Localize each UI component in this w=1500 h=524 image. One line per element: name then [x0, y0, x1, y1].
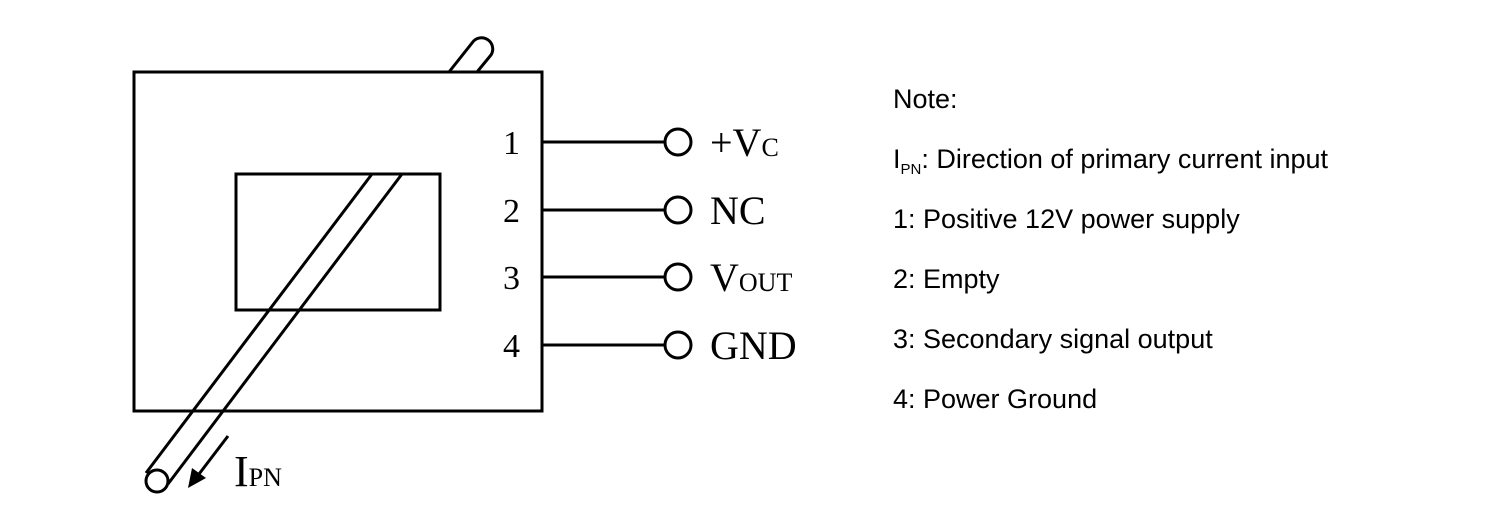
pin-number: 3	[503, 260, 520, 297]
note-item: 2: Empty	[893, 264, 1000, 294]
pin-number: 1	[503, 125, 520, 162]
sensor-wiring-diagram: IPN 1 +VC 2 NC 3 VOUT 4 GND	[132, 36, 797, 496]
pin-terminal	[663, 195, 693, 225]
pin-row: 2 NC	[503, 188, 766, 233]
pin-row: 4 GND	[503, 323, 797, 368]
pin-signal-sub: OUT	[739, 268, 793, 297]
notes-heading: Note:	[893, 84, 958, 114]
pin-signal-label: GND	[710, 323, 797, 368]
primary-conductor	[144, 173, 404, 494]
note-item: 4: Power Ground	[893, 384, 1098, 414]
notes-panel: Note: IPN: Direction of primary current …	[893, 84, 1483, 444]
conductor-top-end	[447, 36, 495, 73]
pin-signal-main: NC	[710, 188, 766, 233]
note-ipn-text: : Direction of primary current input	[921, 144, 1329, 174]
pin-number: 4	[503, 328, 520, 365]
pin-group: 1 +VC 2 NC 3 VOUT 4 GND	[503, 120, 797, 368]
pin-signal-label: NC	[710, 188, 766, 233]
pin-terminal	[663, 330, 693, 360]
conductor-bottom-end	[144, 468, 170, 494]
current-label-sub: PN	[249, 463, 282, 492]
pin-signal-label: VOUT	[710, 255, 792, 300]
current-label: IPN	[234, 447, 282, 496]
current-direction-arrow	[188, 435, 230, 488]
pin-terminal	[663, 127, 693, 157]
pin-signal-main: +V	[710, 120, 762, 165]
pin-row: 1 +VC	[503, 120, 779, 165]
current-label-main: I	[234, 447, 249, 496]
note-ipn-sub: PN	[900, 161, 922, 178]
pin-terminal	[663, 262, 693, 292]
pin-row: 3 VOUT	[503, 255, 792, 300]
pin-signal-sub: C	[761, 133, 778, 162]
pin-signal-label: +VC	[710, 120, 779, 165]
note-item: 1: Positive 12V power supply	[893, 204, 1240, 234]
note-ipn-main: I	[893, 144, 901, 174]
pin-signal-main: V	[710, 255, 739, 300]
pin-signal-main: GND	[710, 323, 797, 368]
pin-number: 2	[503, 193, 520, 230]
core-window	[234, 172, 442, 312]
note-item: 3: Secondary signal output	[893, 324, 1213, 354]
sensor-housing	[132, 70, 544, 413]
note-ipn: IPN: Direction of primary current input	[893, 144, 1483, 178]
